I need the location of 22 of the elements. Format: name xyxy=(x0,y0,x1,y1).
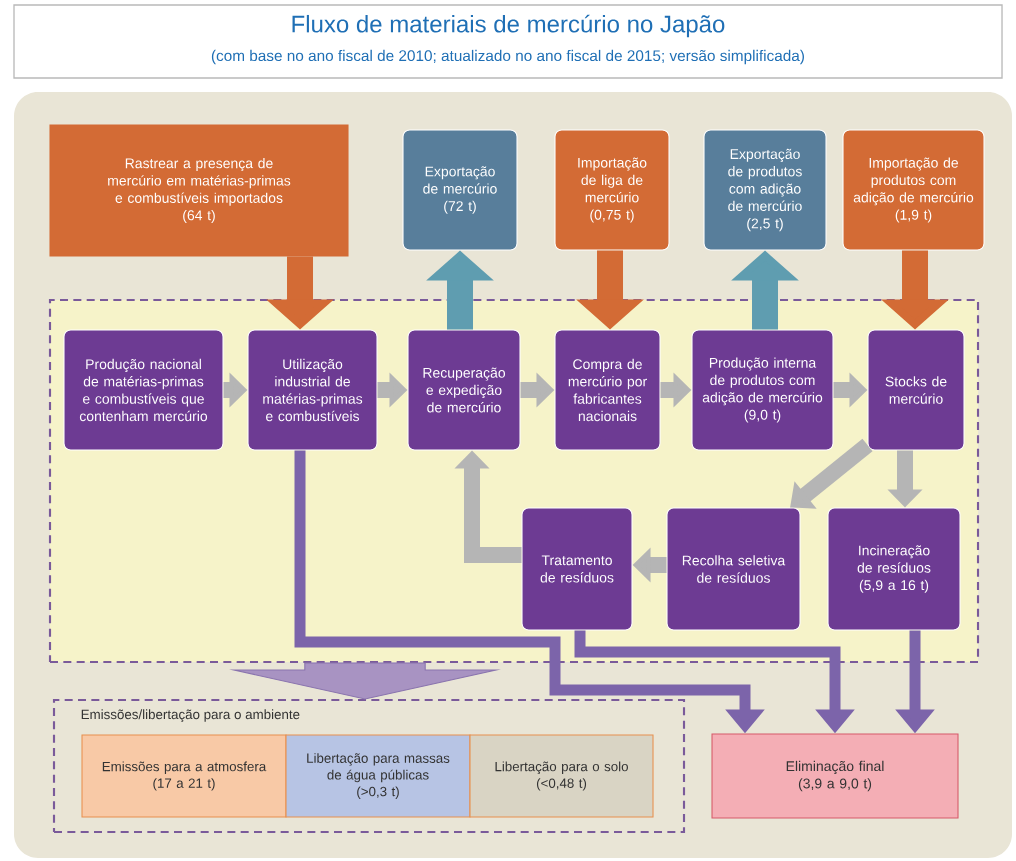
process-box: Produção nacional de matérias-primas e combustíveis que contenham mercúrio xyxy=(63,329,224,451)
import-box: Importação de liga de mercúrio (0,75 t) xyxy=(554,129,670,251)
process-box: Produção interna de produtos com adição de mercúrio (9,0 t) xyxy=(691,329,834,451)
import-box: Importação de produtos com adição de mercúrio (1,9 t) xyxy=(842,129,985,251)
process-box: Recuperação e expedição de mercúrio xyxy=(407,329,521,451)
process-box: Stocks de mercúrio xyxy=(867,329,965,451)
arrow xyxy=(790,438,873,509)
import-box: Rastrear a presença de mercúrio em matérias-primas e combustíveis importados (64 t) xyxy=(49,124,349,257)
emission-box: Libertação para o solo (<0,48 t) xyxy=(469,734,654,818)
export-box: Exportação de mercúrio (72 t) xyxy=(402,129,518,251)
process-box: Tratamento de resíduos xyxy=(521,507,633,631)
emission-box: Emissões para a atmosfera (17 a 21 t) xyxy=(81,734,287,818)
process-box: Compra de mercúrio por fabricantes nacionais xyxy=(554,329,661,451)
process-box: Recolha seletiva de resíduos xyxy=(666,507,801,631)
title: Fluxo de materiais de mercúrio no Japão xyxy=(292,14,725,38)
final-box: Eliminação final (3,9 a 9,0 t) xyxy=(711,733,959,819)
process-box: Utilização industrial de matérias-primas e combustíveis xyxy=(247,329,378,451)
subtitle: (com base no ano fiscal de 2010; atualizado no ano fiscal de 2015; versão simplificada) xyxy=(211,49,804,65)
process-box: Incineração de resíduos (5,9 a 16 t) xyxy=(827,507,961,631)
arrow xyxy=(229,662,501,700)
emission-box: Libertação para massas de água públicas (>0,3 t) xyxy=(285,734,471,818)
export-box: Exportação de produtos com adição de mercúrio (2,5 t) xyxy=(703,129,827,251)
